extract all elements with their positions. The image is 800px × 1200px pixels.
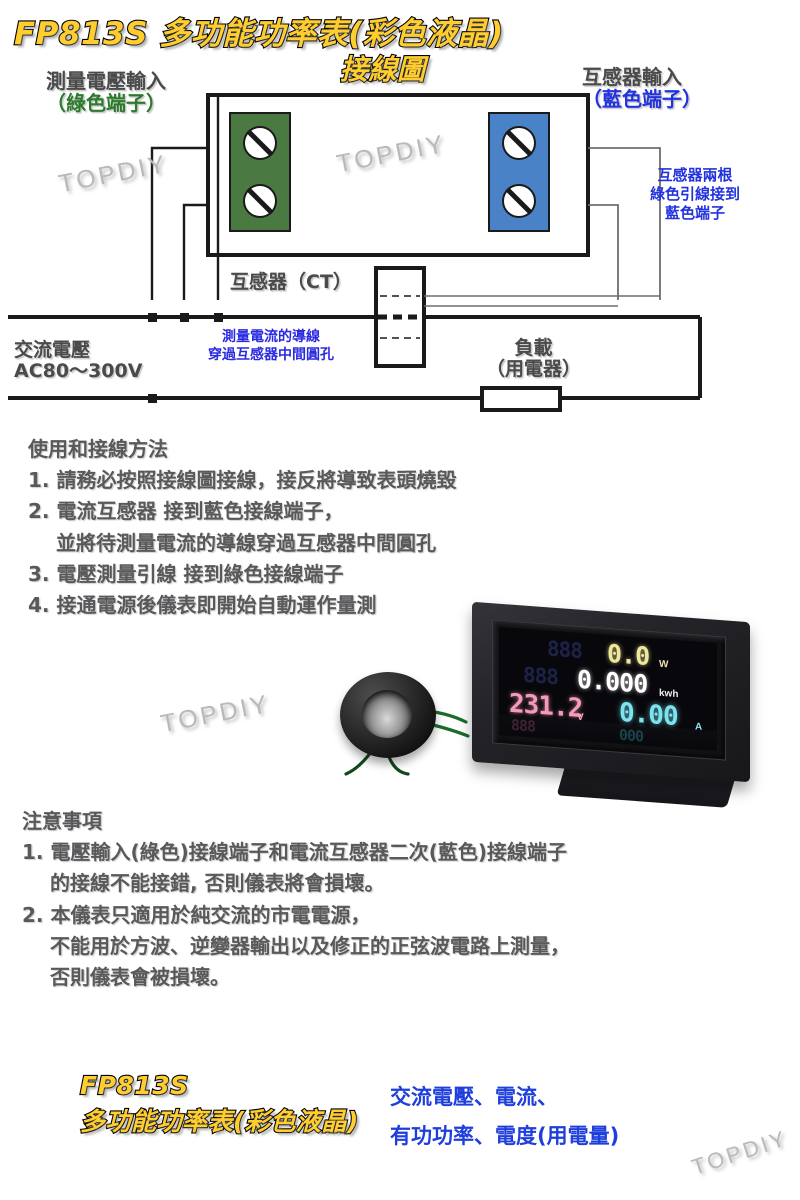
instruction-item: 1. 請務必按照接線圖接線，接反將導致表頭燒毀 [28,468,457,493]
watermark-topdiy: TOPDIY [158,689,273,739]
footer-model-line1: FP813S [79,1070,189,1101]
instruction-item: 並將待測量電流的導線穿過互感器中間圓孔 [56,530,436,555]
footer-features-line1: 交流電壓、電流、 [390,1085,558,1109]
blue-terminal-block [488,112,550,232]
footer-model: FP813S 多功能功率表(彩色液晶) [79,1068,360,1141]
voltage-input-label-line2: （綠色端子） [46,91,166,116]
note-item: 的接線不能接錯, 否則儀表將會損壞。 [50,871,385,896]
ct-wiring-note: 互感器兩根 綠色引線接到 藍色端子 [650,166,740,224]
page-title: FP813S 多功能功率表(彩色液晶) [13,15,504,53]
ct-input-label-line2: （藍色端子） [582,87,702,112]
lcd-energy-value: 0.000 [577,664,648,699]
through-hole-note: 測量電流的導線 穿過互感器中間圓孔 [208,328,334,363]
page-subtitle: 接線圖 [339,52,426,87]
lcd-power-value: 0.0 [607,638,650,672]
lcd-display: 888 0.0 W 888 0.000 kwh 231.2 V 0.00 A 8… [499,626,717,752]
ac-source-label: 交流電壓 AC80～300V [14,340,142,382]
power-meter-photo: 888 0.0 W 888 0.000 kwh 231.2 V 0.00 A 8… [472,601,762,808]
screw-icon [502,184,536,218]
instruction-item: 3. 電壓測量引線 接到綠色接線端子 [28,561,344,586]
screw-icon [243,184,277,218]
ac-source-label-line2: AC80～300V [14,359,143,382]
lcd-ghost-digits-power: 888 [547,636,582,664]
note-item: 1. 電壓輸入(綠色)接線端子和電流互感器二次(藍色)接線端子 [22,840,568,865]
screw-icon [502,126,536,160]
load-label: 負載 （用電器） [486,338,581,380]
notes-block: 注意事項 1. 電壓輸入(綠色)接線端子和電流互感器二次(藍色)接線端子 的接線… [22,806,570,993]
ac-source-label-line1: 交流電壓 [14,339,91,361]
through-hole-note-line1: 測量電流的導線 [222,328,320,344]
note-item: 2. 本儀表只適用於純交流的市電電源， [22,902,371,927]
instruction-item: 4. 接通電源後儀表即開始自動運作量測 [28,592,377,617]
lcd-energy-unit: kwh [659,687,679,701]
instructions-heading: 使用和接線方法 [28,437,168,461]
load-label-line2: （用電器） [486,357,582,380]
ct-wiring-note-line1: 互感器兩根 [657,167,733,184]
ct-center-hole [362,690,412,738]
note-item: 否則儀表會被損壞。 [50,964,230,989]
lcd-power-unit: W [659,658,669,671]
note-item: 不能用於方波、逆變器輸出以及修正的正弦波電路上測量， [50,933,570,958]
ct-wiring-note-line2: 綠色引線接到 [650,186,741,204]
ct-label: 互感器（CT） [230,271,352,293]
current-transformer-photo [336,666,470,776]
ct-input-label-line1: 互感器輸入 [582,65,682,89]
ct-input-label: 互感器輸入 （藍色端子） [582,66,702,111]
green-terminal-block [229,112,291,232]
voltage-input-label-line1: 測量電壓輸入 [46,69,166,93]
footer-features-line2: 有功功率、電度(用電量) [390,1123,620,1148]
footer-features: 交流電壓、電流、 有功功率、電度(用電量) [390,1078,619,1156]
voltage-input-label: 測量電壓輸入 （綠色端子） [46,70,166,115]
wiring-schematic [8,93,702,412]
screw-icon [243,126,277,160]
watermark-topdiy: TOPDIY [688,1125,791,1180]
through-hole-note-line2: 穿過互感器中間圓孔 [208,345,334,362]
notes-heading: 注意事項 [22,809,102,833]
ct-wiring-note-line3: 藍色端子 [665,205,726,223]
load-label-line1: 負載 [514,337,553,359]
instruction-item: 2. 電流互感器 接到藍色接線端子， [28,499,344,524]
instructions-block: 使用和接線方法 1. 請務必按照接線圖接線，接反將導致表頭燒毀 2. 電流互感器… [28,434,456,621]
lcd-ghost-digits-energy: 888 [523,662,558,690]
footer-model-line2: 多功能功率表(彩色液晶) [79,1106,360,1137]
